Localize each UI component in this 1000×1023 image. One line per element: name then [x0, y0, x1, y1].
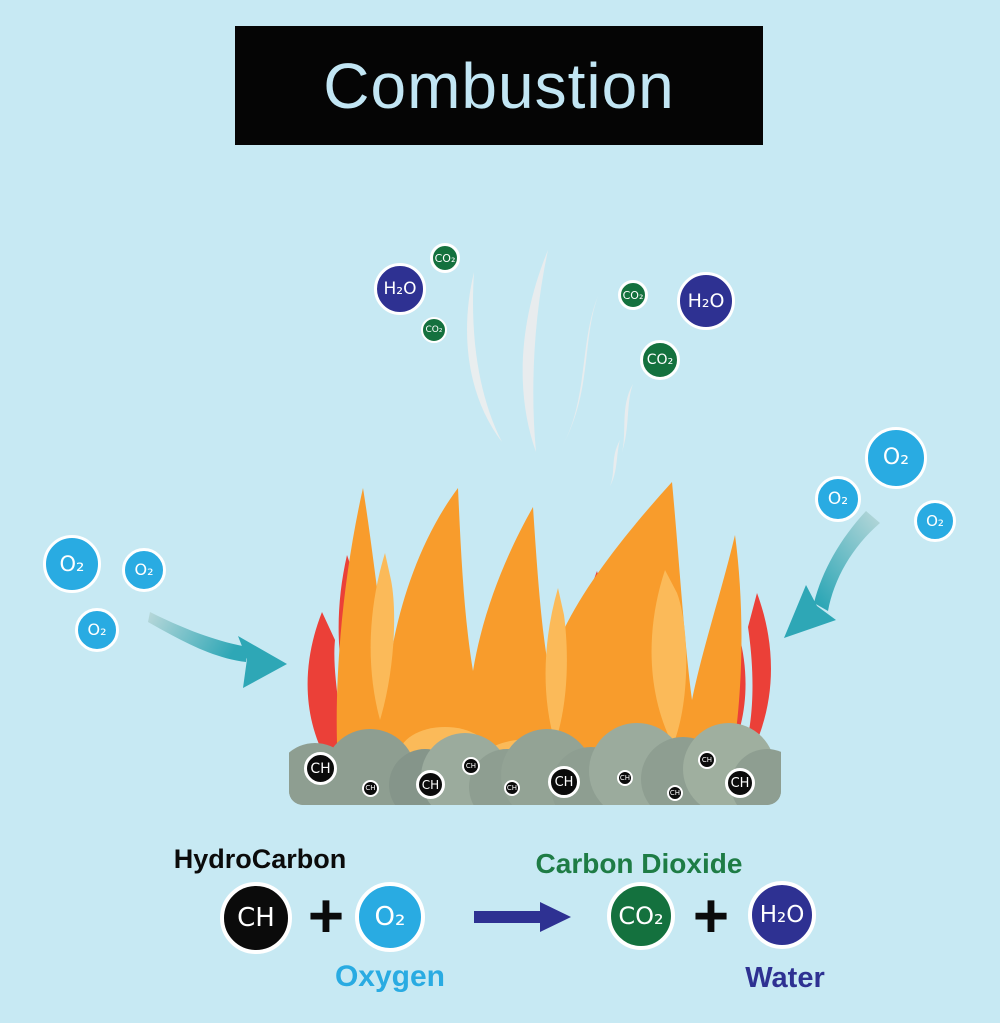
- co2-molecule: CO₂: [640, 340, 680, 380]
- h2o-product-circle: H₂O: [748, 881, 816, 949]
- hydrocarbon-label: HydroCarbon: [173, 844, 347, 874]
- o2-reactant-circle: O₂: [355, 882, 425, 952]
- co2-molecule: CO₂: [430, 243, 460, 273]
- oxygen-arrow-left: [148, 612, 287, 688]
- plus-sign: +: [692, 882, 730, 951]
- smoke-wisp: [622, 384, 633, 452]
- smoke-wisps: [467, 250, 633, 486]
- o2-molecule: O₂: [75, 608, 119, 652]
- h2o-molecule: H₂O: [374, 263, 426, 315]
- ch-molecule: CH: [725, 768, 755, 798]
- co2-product-circle: CO₂: [607, 882, 675, 950]
- carbon-dioxide-label: Carbon Dioxide: [535, 848, 743, 879]
- ch-molecule: CH: [504, 780, 520, 796]
- smoke-wisp: [467, 272, 502, 442]
- plus-sign: +: [307, 882, 345, 951]
- o2-molecule: O₂: [43, 535, 101, 593]
- ch-molecule: CH: [362, 780, 379, 797]
- water-label: Water: [745, 962, 825, 994]
- o2-molecule: O₂: [914, 500, 956, 542]
- co2-molecule: CO₂: [421, 317, 447, 343]
- ch-reactant-circle: CH: [220, 882, 292, 954]
- oxygen-label: Oxygen: [334, 960, 446, 993]
- ch-molecule: CH: [698, 751, 716, 769]
- title-banner: Combustion: [235, 26, 763, 145]
- ch-molecule: CH: [617, 770, 633, 786]
- smoke-wisp: [563, 296, 598, 445]
- smoke-wisp: [610, 440, 620, 486]
- ch-molecule: CH: [416, 770, 445, 799]
- reaction-arrow: [474, 902, 571, 932]
- h2o-molecule: H₂O: [677, 272, 735, 330]
- ch-molecule: CH: [667, 785, 683, 801]
- ch-molecule: CH: [548, 766, 580, 798]
- co2-molecule: CO₂: [618, 280, 648, 310]
- ch-molecule: CH: [462, 757, 480, 775]
- o2-molecule: O₂: [865, 427, 927, 489]
- oxygen-arrow-right: [784, 511, 880, 638]
- o2-molecule: O₂: [815, 476, 861, 522]
- page-title: Combustion: [323, 49, 675, 122]
- smoke-wisp: [522, 250, 548, 452]
- ch-molecule: CH: [304, 752, 337, 785]
- flame-orange-layer: [336, 482, 742, 790]
- o2-molecule: O₂: [122, 548, 166, 592]
